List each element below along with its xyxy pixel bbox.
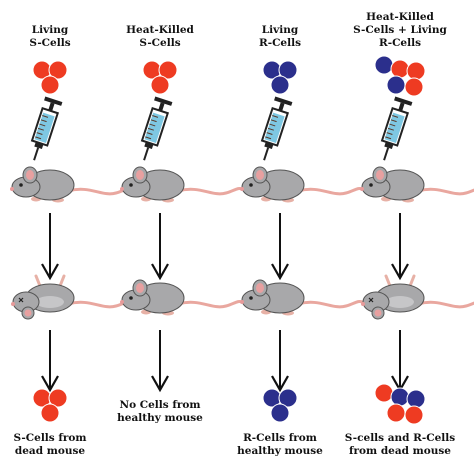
dead-mouse-icon bbox=[11, 274, 134, 320]
recovered-s-cell bbox=[374, 383, 394, 403]
recovered-s-cell bbox=[48, 388, 68, 408]
recovered-s-cell bbox=[386, 403, 406, 423]
recovered-s-cell bbox=[404, 405, 424, 425]
mouse-icon bbox=[120, 166, 244, 203]
mouse-icon bbox=[10, 166, 134, 203]
arrow-down-icon bbox=[151, 330, 169, 393]
dead-mouse-icon bbox=[361, 274, 474, 320]
arrow-down-icon bbox=[391, 330, 409, 393]
recovered-s-cell bbox=[40, 403, 60, 423]
recovered-r-cell bbox=[406, 389, 426, 409]
injected-s-cell bbox=[406, 61, 426, 81]
healthy-mouse-icon bbox=[120, 279, 244, 316]
arrow-down-icon bbox=[41, 213, 59, 281]
injected-s-cell bbox=[404, 77, 424, 97]
arrow-down-icon bbox=[41, 330, 59, 393]
injected-r-cell bbox=[374, 55, 394, 75]
syringe-icon bbox=[260, 96, 293, 161]
mouse-icon bbox=[360, 166, 474, 203]
healthy-mouse-icon bbox=[240, 279, 364, 316]
mouse-icon bbox=[240, 166, 364, 203]
injected-r-cell bbox=[386, 75, 406, 95]
recovered-r-cell bbox=[390, 387, 410, 407]
recovered-r-cell bbox=[278, 388, 298, 408]
recovered-r-cell bbox=[270, 403, 290, 423]
injected-r-cell bbox=[278, 60, 298, 80]
arrow-down-icon bbox=[271, 330, 289, 393]
injected-s-cell bbox=[40, 75, 60, 95]
syringe-icon bbox=[380, 96, 413, 161]
arrow-down-icon bbox=[151, 213, 169, 281]
injected-s-cell bbox=[158, 60, 178, 80]
arrow-down-icon bbox=[271, 213, 289, 281]
injected-s-cell bbox=[150, 75, 170, 95]
syringe-icon bbox=[140, 96, 173, 161]
injected-r-cell bbox=[270, 75, 290, 95]
arrow-down-icon bbox=[391, 213, 409, 281]
injected-s-cell bbox=[48, 60, 68, 80]
injected-s-cell bbox=[390, 59, 410, 79]
syringe-icon bbox=[30, 96, 63, 161]
